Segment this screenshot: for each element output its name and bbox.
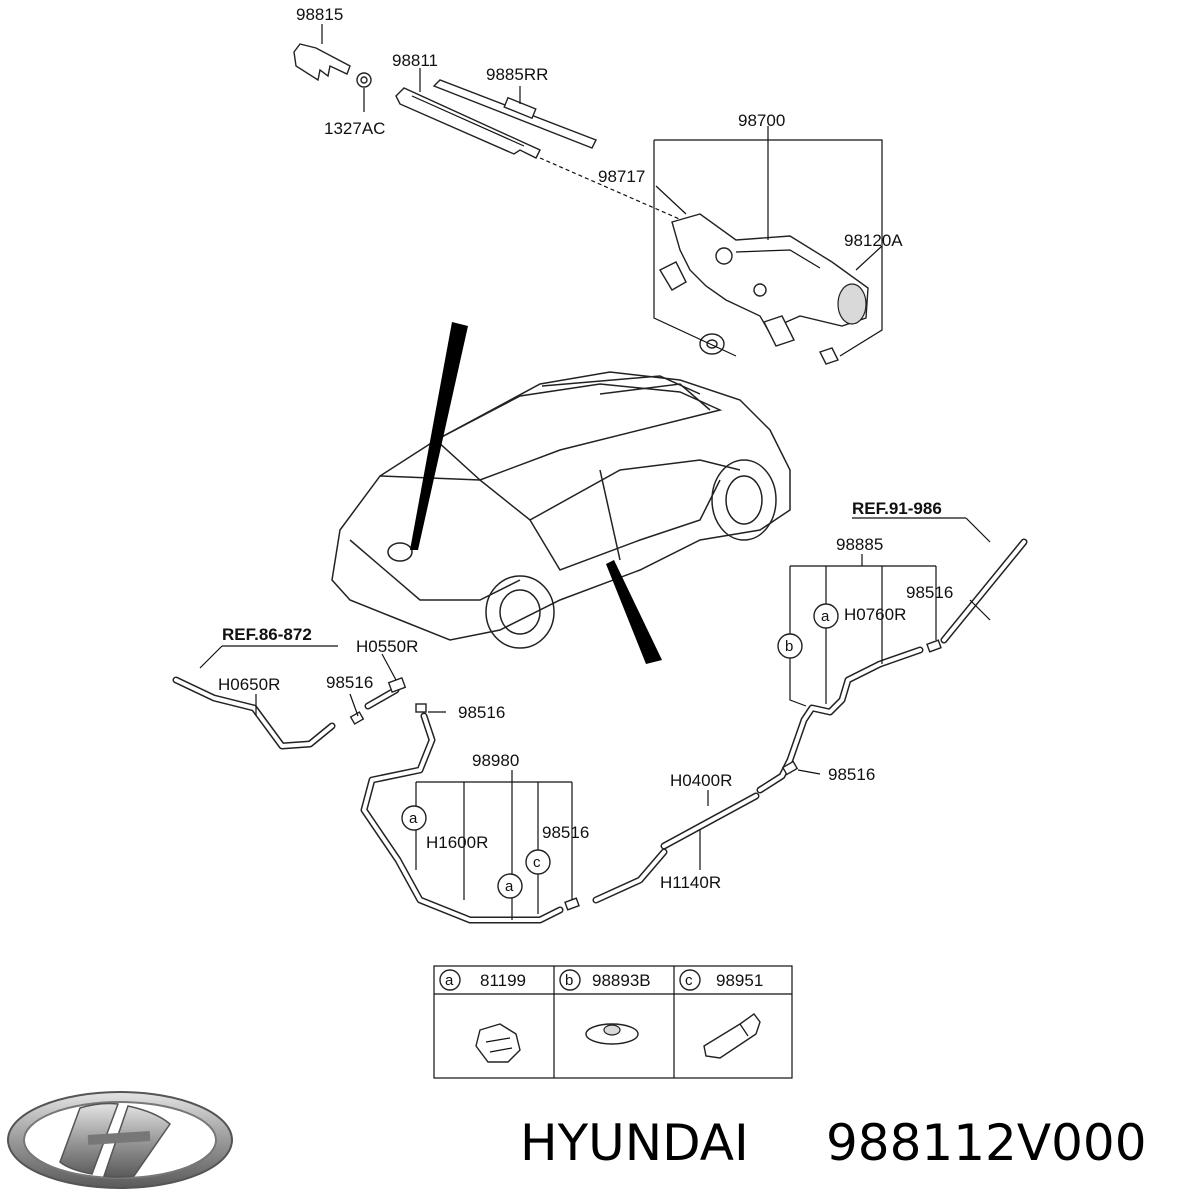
circle-marker-a1: a (401, 805, 427, 831)
callout-98700: 98700 (738, 111, 785, 130)
hose-right-group (592, 538, 1028, 904)
car-outline (331, 371, 791, 649)
clip-81199-icon (475, 1023, 521, 1063)
clip-98951-icon (703, 1013, 761, 1059)
legend-letter: a (445, 972, 454, 989)
callout-98516-right-mid: 98516 (828, 765, 875, 784)
callout-1327AC: 1327AC (324, 119, 385, 138)
svg-text:a: a (409, 810, 418, 827)
hose-left-group (172, 676, 580, 924)
callout-98811: 98811 (392, 51, 438, 70)
callout-98516-left1: 98516 (326, 673, 373, 692)
legend-cell-a: a 81199 (439, 969, 526, 1063)
callout-H0550R: H0550R (356, 637, 418, 656)
callout-H0650R: H0650R (218, 675, 280, 694)
part-number: 988112V000 (826, 1114, 1147, 1172)
circle-marker-a3: a (813, 603, 839, 629)
legend-part-number: 81199 (480, 971, 526, 990)
legend-part-number: 98893B (592, 971, 651, 990)
ref-91-986: REF.91-986 (852, 499, 942, 518)
ref-86-872: REF.86-872 (222, 625, 312, 644)
wiper-arm-assembly (293, 43, 701, 229)
callout-H1600R: H1600R (426, 833, 488, 852)
wiper-motor-assembly (659, 213, 869, 365)
callout-98885: 98885 (836, 535, 883, 554)
callout-H1140R: H1140R (660, 873, 721, 892)
callout-98815: 98815 (296, 5, 343, 24)
hyundai-logo-icon (7, 1091, 233, 1189)
legend-part-number: 98951 (716, 971, 763, 990)
pointer-wedge-top (410, 322, 468, 550)
legend-table: a 81199 b 98893B c 98951 (433, 965, 793, 1079)
callout-98516-mid: 98516 (542, 823, 589, 842)
svg-text:c: c (533, 854, 541, 871)
callout-98980: 98980 (472, 751, 519, 770)
legend-letter: c (685, 972, 693, 989)
brand-name: HYUNDAI (520, 1114, 749, 1172)
legend-cell-b: b 98893B (559, 969, 651, 1045)
callout-98516-right: 98516 (906, 583, 953, 602)
callout-98516-left2: 98516 (458, 703, 505, 722)
legend-cell-c: c 98951 (679, 969, 763, 1059)
circle-marker-b: b (777, 633, 803, 659)
circle-marker-c: c (525, 849, 551, 875)
legend-letter: b (565, 972, 573, 989)
callout-9885RR: 9885RR (486, 65, 548, 84)
svg-text:b: b (785, 638, 793, 655)
callout-98717: 98717 (598, 167, 645, 186)
callout-H0760R: H0760R (844, 605, 906, 624)
callout-98120A: 98120A (844, 231, 903, 250)
svg-text:a: a (821, 608, 830, 625)
pointer-wedge-bottom (606, 560, 662, 664)
svg-text:a: a (505, 878, 514, 895)
circle-marker-a2: a (497, 873, 523, 899)
callout-H0400R: H0400R (670, 771, 732, 790)
